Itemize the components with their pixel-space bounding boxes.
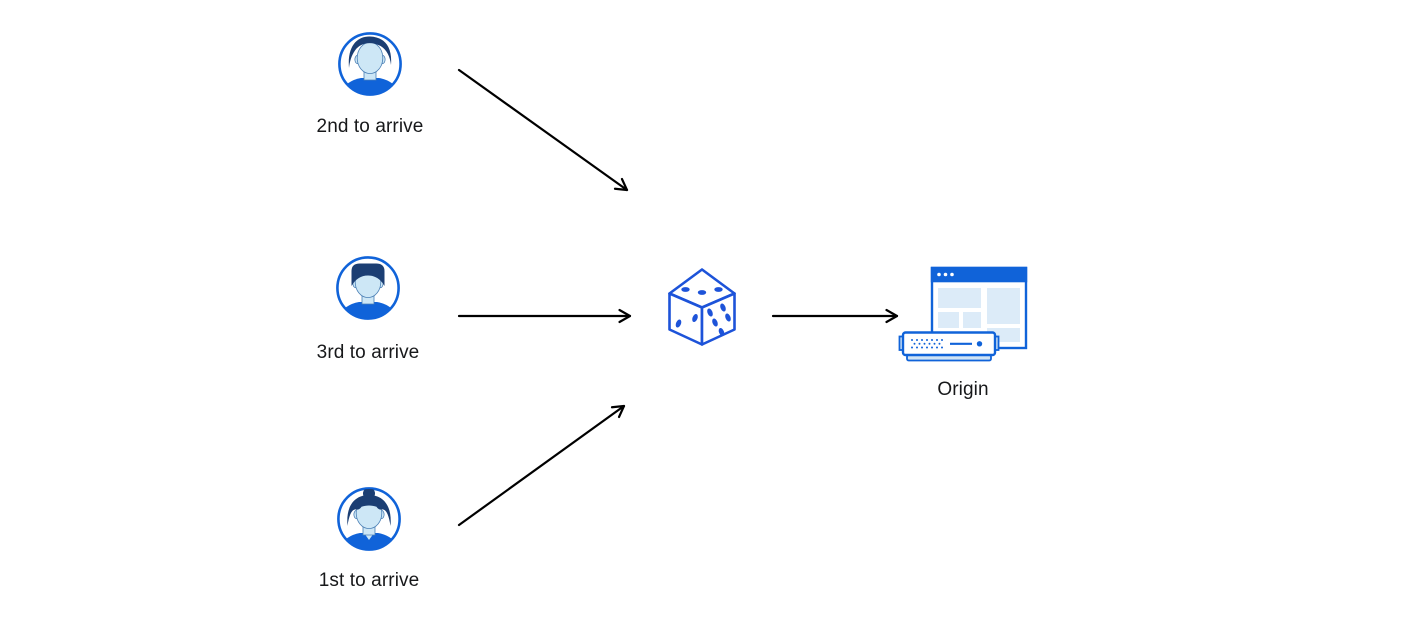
node-user-1st-to-arrive [336,486,402,552]
server-vent-dots [911,339,943,349]
label-origin: Origin [937,379,989,400]
node-user-2nd-to-arrive [337,31,403,97]
user-avatar-male-swoosh-hair-icon [338,32,402,96]
node-origin [898,264,1028,369]
arrow-user1st-to-dice [457,404,626,527]
browser-dot-icon [937,272,941,277]
browser-titlebar [930,266,1028,283]
user-avatar-female-bun-hair-icon [337,487,401,551]
arrow-user2nd-to-dice [457,68,629,192]
browser-dot-icon [950,272,954,277]
dice-icon [668,268,736,346]
label-user-2nd-to-arrive: 2nd to arrive [316,116,424,137]
origin-browser-server-icon [898,266,1028,362]
server-led-icon [976,341,983,347]
node-randomizer [666,264,738,353]
user-avatar-male-flattop-hair-icon [336,256,400,320]
node-user-3rd-to-arrive [335,255,401,321]
browser-dot-icon [943,272,948,277]
browser-content-panels [938,288,1020,342]
server-icon [898,331,1000,362]
label-user-1st-to-arrive: 1st to arrive [318,570,420,591]
label-user-3rd-to-arrive: 3rd to arrive [316,342,420,363]
